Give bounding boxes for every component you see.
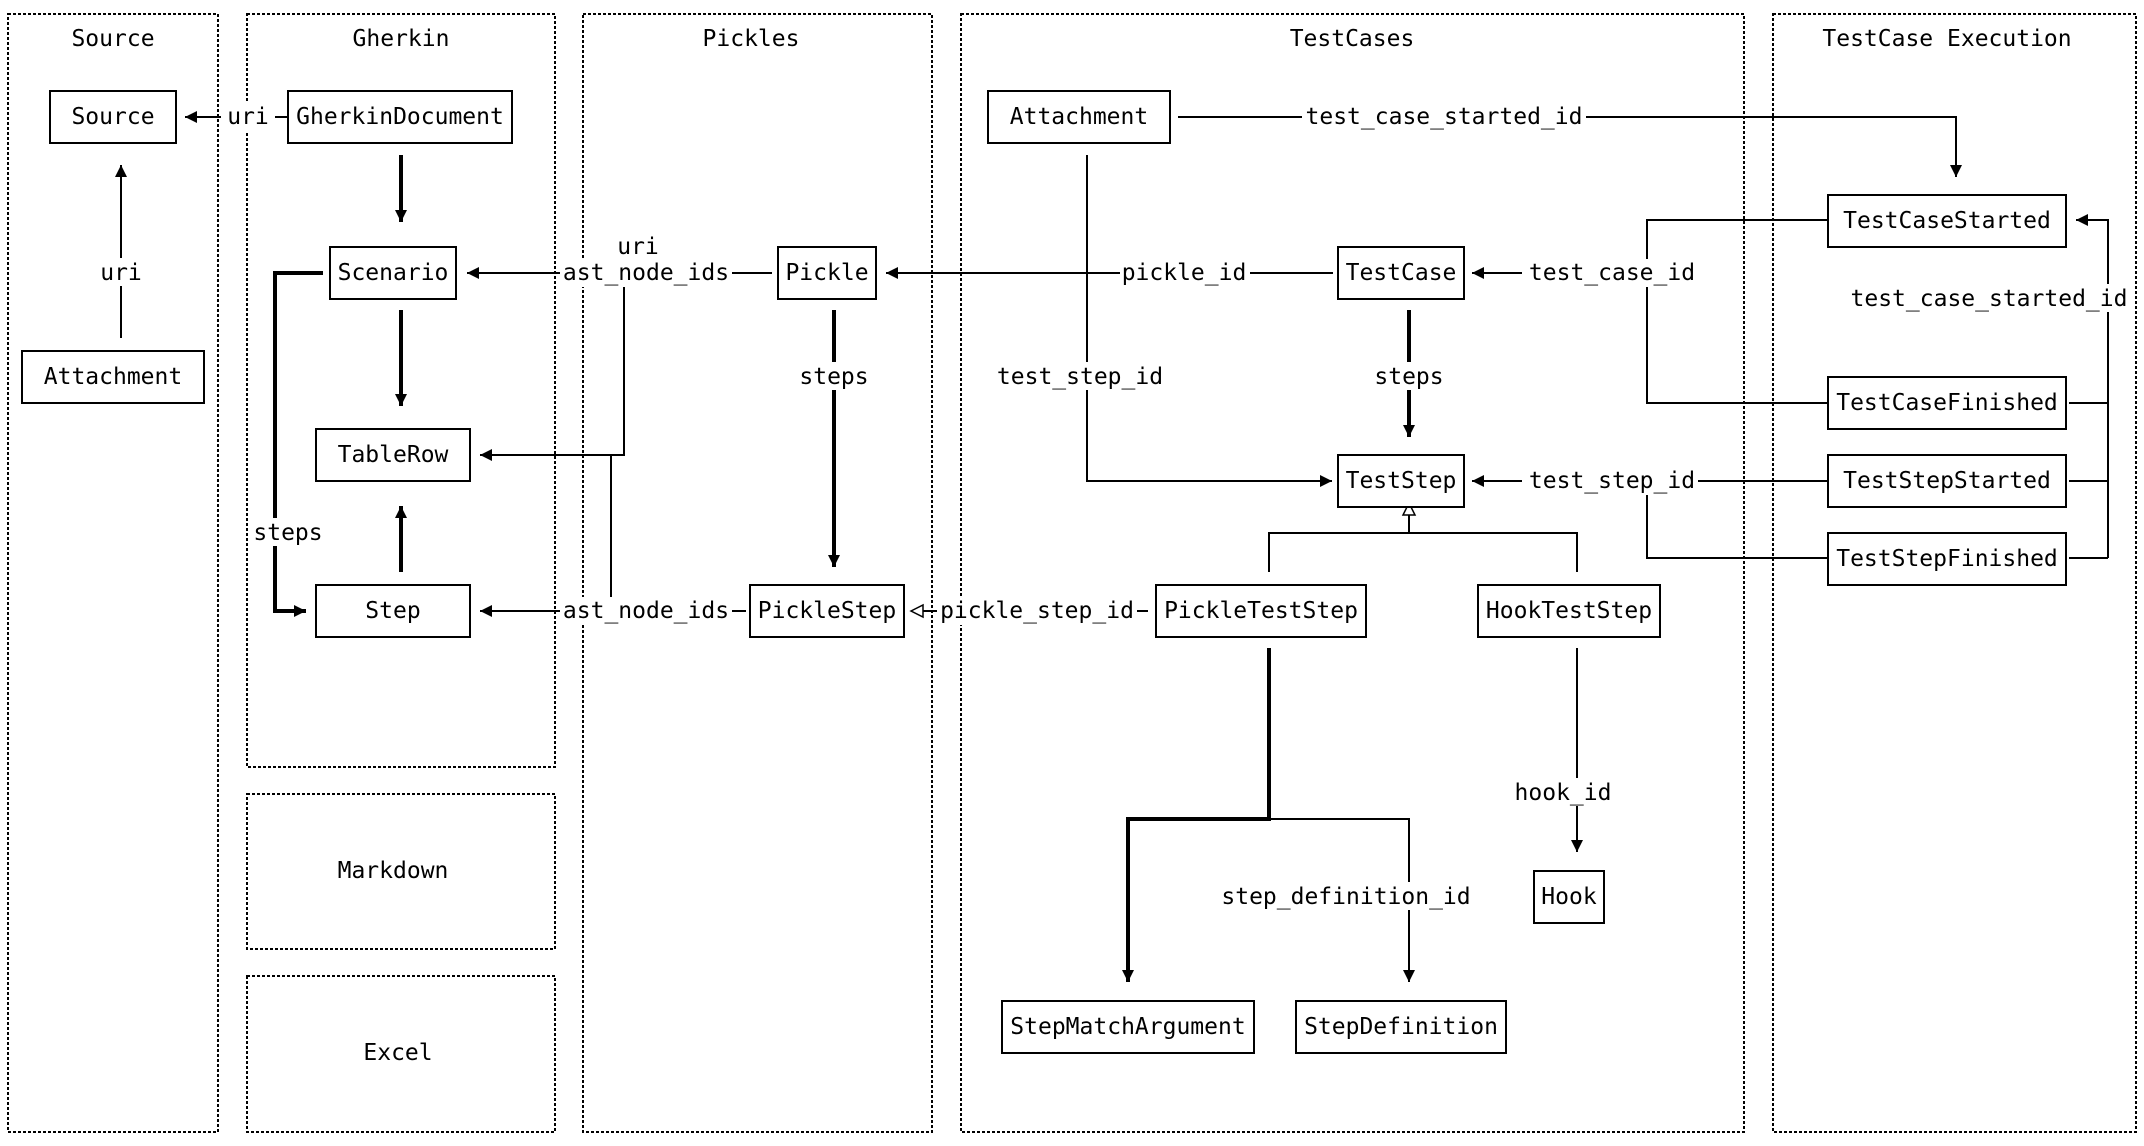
node-stepmatchargument: StepMatchArgument [1001, 1000, 1255, 1054]
markdown-panel [246, 793, 556, 950]
pickletest-stepdef-edge [1269, 818, 1415, 982]
node-teststep: TestStep [1337, 454, 1465, 508]
pickle-step-id-label: pickle_step_id [940, 598, 1134, 624]
pickles-panel [582, 13, 933, 1133]
node-testcasefinished-label: TestCaseFinished [1836, 390, 2058, 416]
document-source-uri-label: uri [227, 104, 269, 130]
node-testcase-label: TestCase [1346, 260, 1457, 286]
node-teststepfinished: TestStepFinished [1827, 532, 2067, 586]
node-pickle-label: Pickle [785, 260, 868, 286]
node-hookteststep-label: HookTestStep [1486, 598, 1652, 624]
attachment-test-step-id-label: test_step_id [997, 364, 1163, 390]
attachment-source-uri-label: uri [100, 260, 142, 286]
node-source-label: Source [71, 104, 154, 130]
node-hook: Hook [1533, 870, 1605, 924]
pickletest-stepmatcharg-edge [1122, 648, 1271, 982]
node-testcasefinished: TestCaseFinished [1827, 376, 2067, 430]
node-testcase: TestCase [1337, 246, 1465, 300]
pickle-uri-label: uri [617, 234, 659, 260]
node-teststep-label: TestStep [1346, 468, 1457, 494]
exec-testcasestarted-edge [2076, 214, 2109, 558]
node-hookteststep: HookTestStep [1477, 584, 1661, 638]
exec-test-step-id-label: test_step_id [1529, 468, 1695, 494]
hook-id-label: hook_id [1515, 780, 1612, 806]
node-step-label: Step [365, 598, 420, 624]
node-teststepstarted: TestStepStarted [1827, 454, 2067, 508]
pickle-steps-label: steps [799, 364, 868, 390]
node-stepmatchargument-label: StepMatchArgument [1010, 1014, 1245, 1040]
teststep-inheritance-edge [1268, 532, 1578, 572]
node-scenario: Scenario [329, 246, 457, 300]
source-panel [7, 13, 219, 1133]
pickle-step-hollow-arrow-icon [909, 603, 924, 619]
gherkin-panel-title: Gherkin [353, 26, 450, 52]
attachment-test-case-started-id-label: test_case_started_id [1306, 104, 1583, 130]
node-tablerow: TableRow [315, 428, 471, 482]
markdown-panel-title: Markdown [338, 858, 449, 884]
source-panel-title: Source [71, 26, 154, 52]
node-gherkin-document: GherkinDocument [287, 90, 513, 144]
testcase-started-finished-bracket [1646, 219, 1828, 404]
pickle-id-label: pickle_id [1122, 260, 1247, 286]
test-case-id-label: test_case_id [1529, 260, 1695, 286]
node-hook-label: Hook [1541, 884, 1597, 910]
node-gherkin-document-label: GherkinDocument [296, 104, 504, 130]
node-attachment-testcases: Attachment [987, 90, 1171, 144]
node-step: Step [315, 584, 471, 638]
node-scenario-label: Scenario [338, 260, 449, 286]
attachment-teststep-edge [1086, 155, 1332, 487]
picklestep-ast-node-ids-label: ast_node_ids [563, 598, 729, 624]
testcase-steps-label: steps [1374, 364, 1443, 390]
node-testcasestarted: TestCaseStarted [1827, 194, 2067, 248]
node-teststepfinished-label: TestStepFinished [1836, 546, 2058, 572]
inheritance-triangle-icon [1401, 501, 1417, 516]
node-testcasestarted-label: TestCaseStarted [1843, 208, 2051, 234]
scenario-steps-edge [273, 271, 323, 617]
teststep-started-finished-bracket [1646, 480, 1828, 559]
node-source: Source [49, 90, 177, 144]
node-picklestep-label: PickleStep [758, 598, 896, 624]
excel-panel [246, 975, 556, 1133]
exec-test-case-started-id-label: test_case_started_id [1851, 286, 2128, 312]
node-stepdefinition: StepDefinition [1295, 1000, 1507, 1054]
node-attachment-testcases-label: Attachment [1010, 104, 1148, 130]
node-pickle: Pickle [777, 246, 877, 300]
execution-panel-title: TestCase Execution [1822, 26, 2071, 52]
node-attachment-source-label: Attachment [44, 364, 182, 390]
scenario-steps-label: steps [253, 520, 322, 546]
excel-panel-title: Excel [363, 1040, 432, 1066]
node-stepdefinition-label: StepDefinition [1304, 1014, 1498, 1040]
pickles-panel-title: Pickles [703, 26, 800, 52]
node-picklestep: PickleStep [749, 584, 905, 638]
node-attachment-source: Attachment [21, 350, 205, 404]
node-pickleteststep-label: PickleTestStep [1164, 598, 1358, 624]
node-pickleteststep: PickleTestStep [1155, 584, 1367, 638]
step-definition-id-label: step_definition_id [1221, 884, 1470, 910]
testcases-panel-title: TestCases [1290, 26, 1415, 52]
testcases-panel [960, 13, 1745, 1133]
node-teststepstarted-label: TestStepStarted [1843, 468, 2051, 494]
node-tablerow-label: TableRow [338, 442, 449, 468]
pickle-tablerow-edge [480, 273, 625, 461]
pickle-ast-node-ids-label: ast_node_ids [563, 260, 729, 286]
